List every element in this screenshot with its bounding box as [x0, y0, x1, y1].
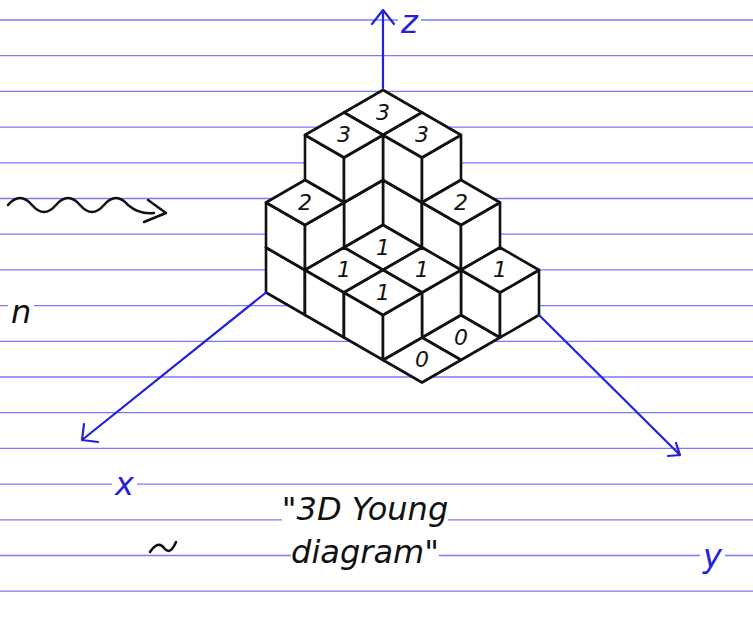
cube-top	[383, 113, 461, 158]
cube-top	[266, 180, 344, 225]
height-number: 0	[415, 349, 429, 371]
ruled-line	[0, 412, 753, 413]
axes	[82, 10, 680, 456]
y-axis	[539, 315, 680, 456]
axis-label: x	[112, 468, 137, 500]
height-number: 1	[337, 259, 351, 281]
tilde-mark	[150, 542, 176, 552]
ruled-line	[0, 55, 753, 56]
height-number: 3	[415, 124, 429, 146]
height-number: 2	[454, 192, 468, 214]
axis-label: y	[700, 540, 725, 572]
cube-top	[344, 270, 422, 315]
squiggle-arrow	[8, 198, 166, 222]
height-number: 2	[298, 192, 312, 214]
cube-stack	[266, 90, 539, 383]
height-number: 3	[337, 124, 351, 146]
note-text: "3D Young diagram"	[282, 490, 448, 571]
margin-letter: n	[8, 296, 34, 328]
height-number: 1	[376, 237, 390, 259]
ruled-line	[0, 448, 753, 449]
cube-top	[461, 248, 539, 293]
height-number: 1	[493, 259, 507, 281]
height-number: 1	[415, 259, 429, 281]
diagram-caption-note: "3D Young diagram"	[250, 488, 480, 574]
height-number: 1	[376, 282, 390, 304]
axis-label: z	[398, 6, 421, 38]
height-number: 0	[454, 327, 468, 349]
z-axis	[372, 10, 394, 88]
x-axis	[82, 293, 266, 443]
cube-top	[422, 180, 500, 225]
ruled-line	[0, 91, 753, 92]
cube-top	[305, 113, 383, 158]
height-number: 3	[376, 102, 390, 124]
ruled-line	[0, 591, 753, 592]
ruled-line	[0, 376, 753, 377]
